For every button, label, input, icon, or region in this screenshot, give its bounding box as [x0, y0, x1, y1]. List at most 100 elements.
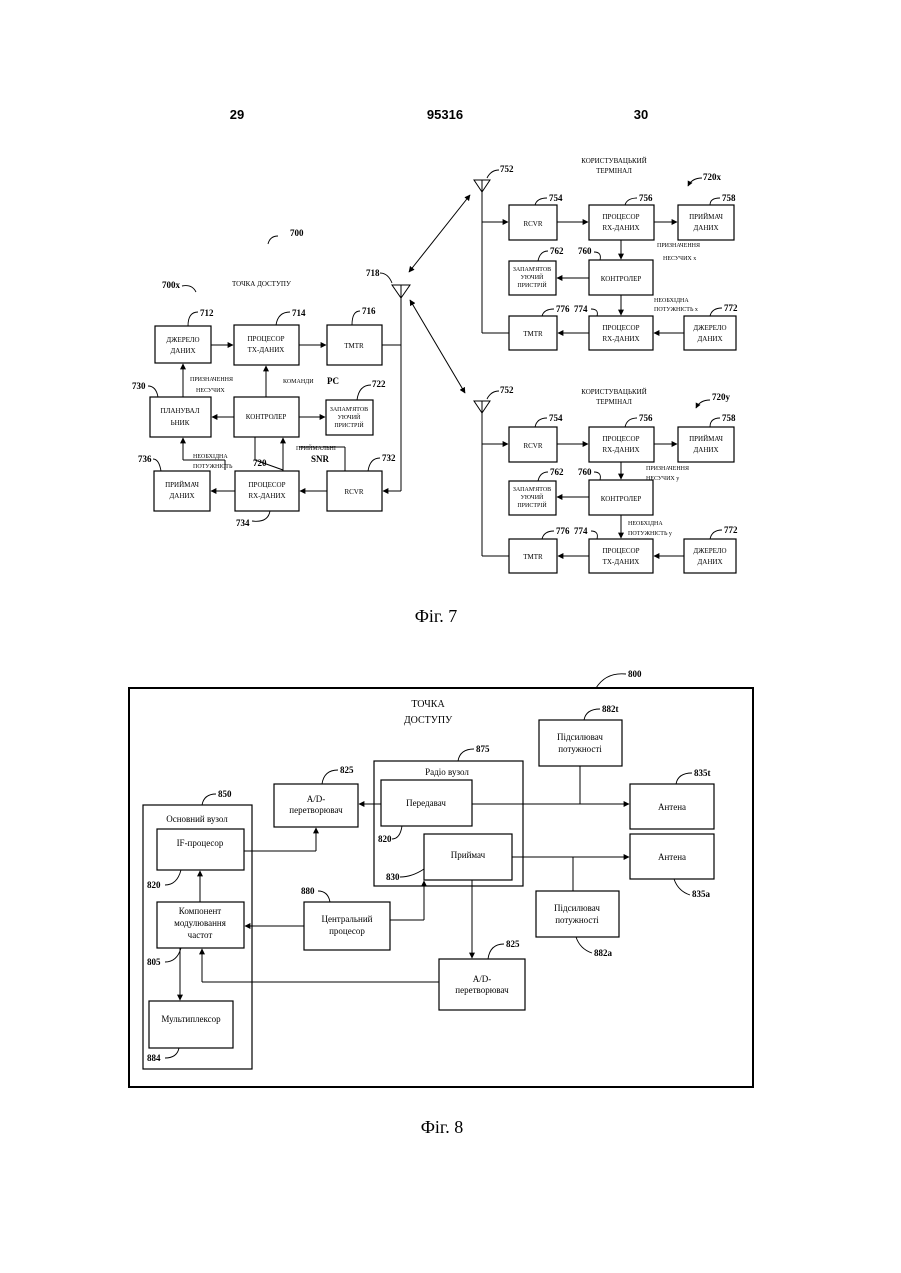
wireless-link-x [409, 195, 470, 272]
ap-data-sink: ПРИЙМАЧ ДАНИХ 736 [138, 454, 210, 511]
svg-text:Підсилювач: Підсилювач [557, 732, 603, 742]
ref-736: 736 [138, 454, 152, 464]
svg-text:760: 760 [578, 467, 592, 477]
svg-text:Підсилювач: Підсилювач [554, 903, 600, 913]
svg-text:ПРИЙМАЧ: ПРИЙМАЧ [689, 213, 723, 221]
svg-text:ПРОЦЕСОР: ПРОЦЕСОР [248, 481, 285, 489]
fig8-caption: Фіг. 8 [421, 1117, 464, 1137]
ref-720y: 720y [712, 392, 731, 402]
svg-text:718: 718 [366, 268, 380, 278]
svg-text:805: 805 [147, 957, 161, 967]
ad-converter-bottom: A/D- перетворювач 825 [439, 939, 525, 1010]
svg-text:ПРОЦЕСОР: ПРОЦЕСОР [247, 335, 284, 343]
ref-700: 700 [290, 228, 304, 238]
ap-antenna-icon: 718 [366, 268, 410, 300]
svg-text:частот: частот [188, 930, 213, 940]
page-number-right: 30 [634, 107, 648, 122]
svg-text:ДЖЕРЕЛО: ДЖЕРЕЛО [693, 324, 726, 332]
svg-text:КОНТРОЛЕР: КОНТРОЛЕР [246, 413, 287, 421]
svg-text:УЮЧИЙ: УЮЧИЙ [521, 493, 544, 501]
svg-text:752: 752 [500, 164, 514, 174]
svg-text:КОНТРОЛЕР: КОНТРОЛЕР [601, 495, 642, 503]
ref-730: 730 [132, 381, 146, 391]
svg-text:ТЕРМІНАЛ: ТЕРМІНАЛ [596, 398, 632, 406]
svg-text:ПРИЙМАЧ: ПРИЙМАЧ [689, 435, 723, 443]
svg-text:825: 825 [340, 765, 354, 775]
ap-label-carriers: НЕСУЧИХ [196, 388, 225, 394]
ref-732: 732 [382, 453, 396, 463]
svg-text:882a: 882a [594, 948, 613, 958]
ap-label-carrier-assignment: ПРИЗНАЧЕННЯ [190, 377, 233, 383]
svg-text:756: 756 [639, 413, 653, 423]
svg-text:835t: 835t [694, 768, 711, 778]
svg-text:A/D-: A/D- [307, 794, 326, 804]
svg-text:Антена: Антена [658, 852, 686, 862]
svg-text:Приймач: Приймач [451, 850, 486, 860]
svg-text:762: 762 [550, 467, 564, 477]
svg-text:875: 875 [476, 744, 490, 754]
svg-text:RCVR: RCVR [523, 442, 542, 450]
svg-text:IF-процесор: IF-процесор [177, 838, 224, 848]
svg-text:882t: 882t [602, 704, 619, 714]
svg-text:RCVR: RCVR [344, 488, 363, 496]
svg-text:758: 758 [722, 193, 736, 203]
svg-text:НЕОБХІДНА: НЕОБХІДНА [628, 521, 663, 527]
svg-text:754: 754 [549, 193, 563, 203]
svg-text:процесор: процесор [329, 926, 365, 936]
ap-rcvr: RCVR 732 [327, 453, 396, 511]
svg-text:825: 825 [506, 939, 520, 949]
svg-text:ДАНИХ: ДАНИХ [694, 446, 719, 454]
ap-label-required: НЕОБХІДНА [193, 454, 228, 460]
ref-720x: 720x [703, 172, 722, 182]
svg-text:ПРИЗНАЧЕННЯ: ПРИЗНАЧЕННЯ [646, 466, 689, 472]
svg-text:КОРИСТУВАЦЬКИЙ: КОРИСТУВАЦЬКИЙ [581, 388, 647, 396]
svg-text:ПОТУЖНІСТЬ y: ПОТУЖНІСТЬ y [628, 531, 672, 537]
ap-label-power: ПОТУЖНІСТЬ [193, 464, 233, 470]
svg-text:ЗАПАМ'ЯТОВ: ЗАПАМ'ЯТОВ [513, 487, 551, 493]
figure-8: 800 ТОЧКА ДОСТУПУ Радіо вузол 875 Переда… [129, 669, 753, 1137]
ap-controller: КОНТРОЛЕР [234, 397, 299, 437]
ref-700x: 700x [162, 280, 181, 290]
svg-text:774: 774 [574, 304, 588, 314]
ap-tmtr: TMTR 716 [327, 306, 382, 365]
ap-tx-data-processor: ПРОЦЕСОР TX-ДАНИХ 714 [234, 308, 306, 365]
svg-text:Передавач: Передавач [406, 798, 446, 808]
svg-text:774: 774 [574, 526, 588, 536]
svg-text:756: 756 [639, 193, 653, 203]
svg-text:ПРИСТРІЙ: ПРИСТРІЙ [517, 501, 547, 509]
svg-text:754: 754 [549, 413, 563, 423]
svg-text:Центральний: Центральний [322, 914, 373, 924]
svg-text:потужності: потужності [558, 744, 602, 754]
ad-converter-top: A/D- перетворювач 825 [274, 765, 358, 827]
svg-text:перетворювач: перетворювач [289, 805, 343, 815]
svg-text:ПОТУЖНІСТЬ x: ПОТУЖНІСТЬ x [654, 307, 698, 313]
svg-text:758: 758 [722, 413, 736, 423]
svg-text:УЮЧИЙ: УЮЧИЙ [521, 273, 544, 281]
svg-text:RX-ДАНИХ: RX-ДАНИХ [602, 224, 639, 232]
ref-800: 800 [628, 669, 642, 679]
svg-text:TMTR: TMTR [344, 342, 364, 350]
svg-text:потужності: потужності [555, 915, 599, 925]
svg-text:ДАНИХ: ДАНИХ [694, 224, 719, 232]
svg-text:УЮЧИЙ: УЮЧИЙ [338, 413, 361, 421]
power-amp-top: Підсилювач потужності 882t [539, 704, 622, 766]
svg-text:835a: 835a [692, 889, 711, 899]
ref-716: 716 [362, 306, 376, 316]
svg-text:850: 850 [218, 789, 232, 799]
ref-734: 734 [236, 518, 250, 528]
svg-text:ПРОЦЕСОР: ПРОЦЕСОР [602, 324, 639, 332]
antenna-bottom: Антена 835a [630, 834, 714, 899]
wireless-link-y [410, 300, 465, 393]
patent-number: 95316 [427, 107, 463, 122]
svg-text:ПРОЦЕСОР: ПРОЦЕСОР [602, 435, 639, 443]
ref-714: 714 [292, 308, 306, 318]
svg-text:КОНТРОЛЕР: КОНТРОЛЕР [601, 275, 642, 283]
svg-text:ДЖЕРЕЛО: ДЖЕРЕЛО [166, 336, 199, 344]
svg-text:RX-ДАНИХ: RX-ДАНИХ [248, 492, 285, 500]
svg-text:НЕОБХІДНА: НЕОБХІДНА [654, 298, 689, 304]
svg-text:ДАНИХ: ДАНИХ [698, 335, 723, 343]
access-point-label: ТОЧКА ДОСТУПУ [232, 280, 291, 288]
svg-text:ПРОЦЕСОР: ПРОЦЕСОР [602, 213, 639, 221]
svg-text:ДЖЕРЕЛО: ДЖЕРЕЛО [693, 547, 726, 555]
